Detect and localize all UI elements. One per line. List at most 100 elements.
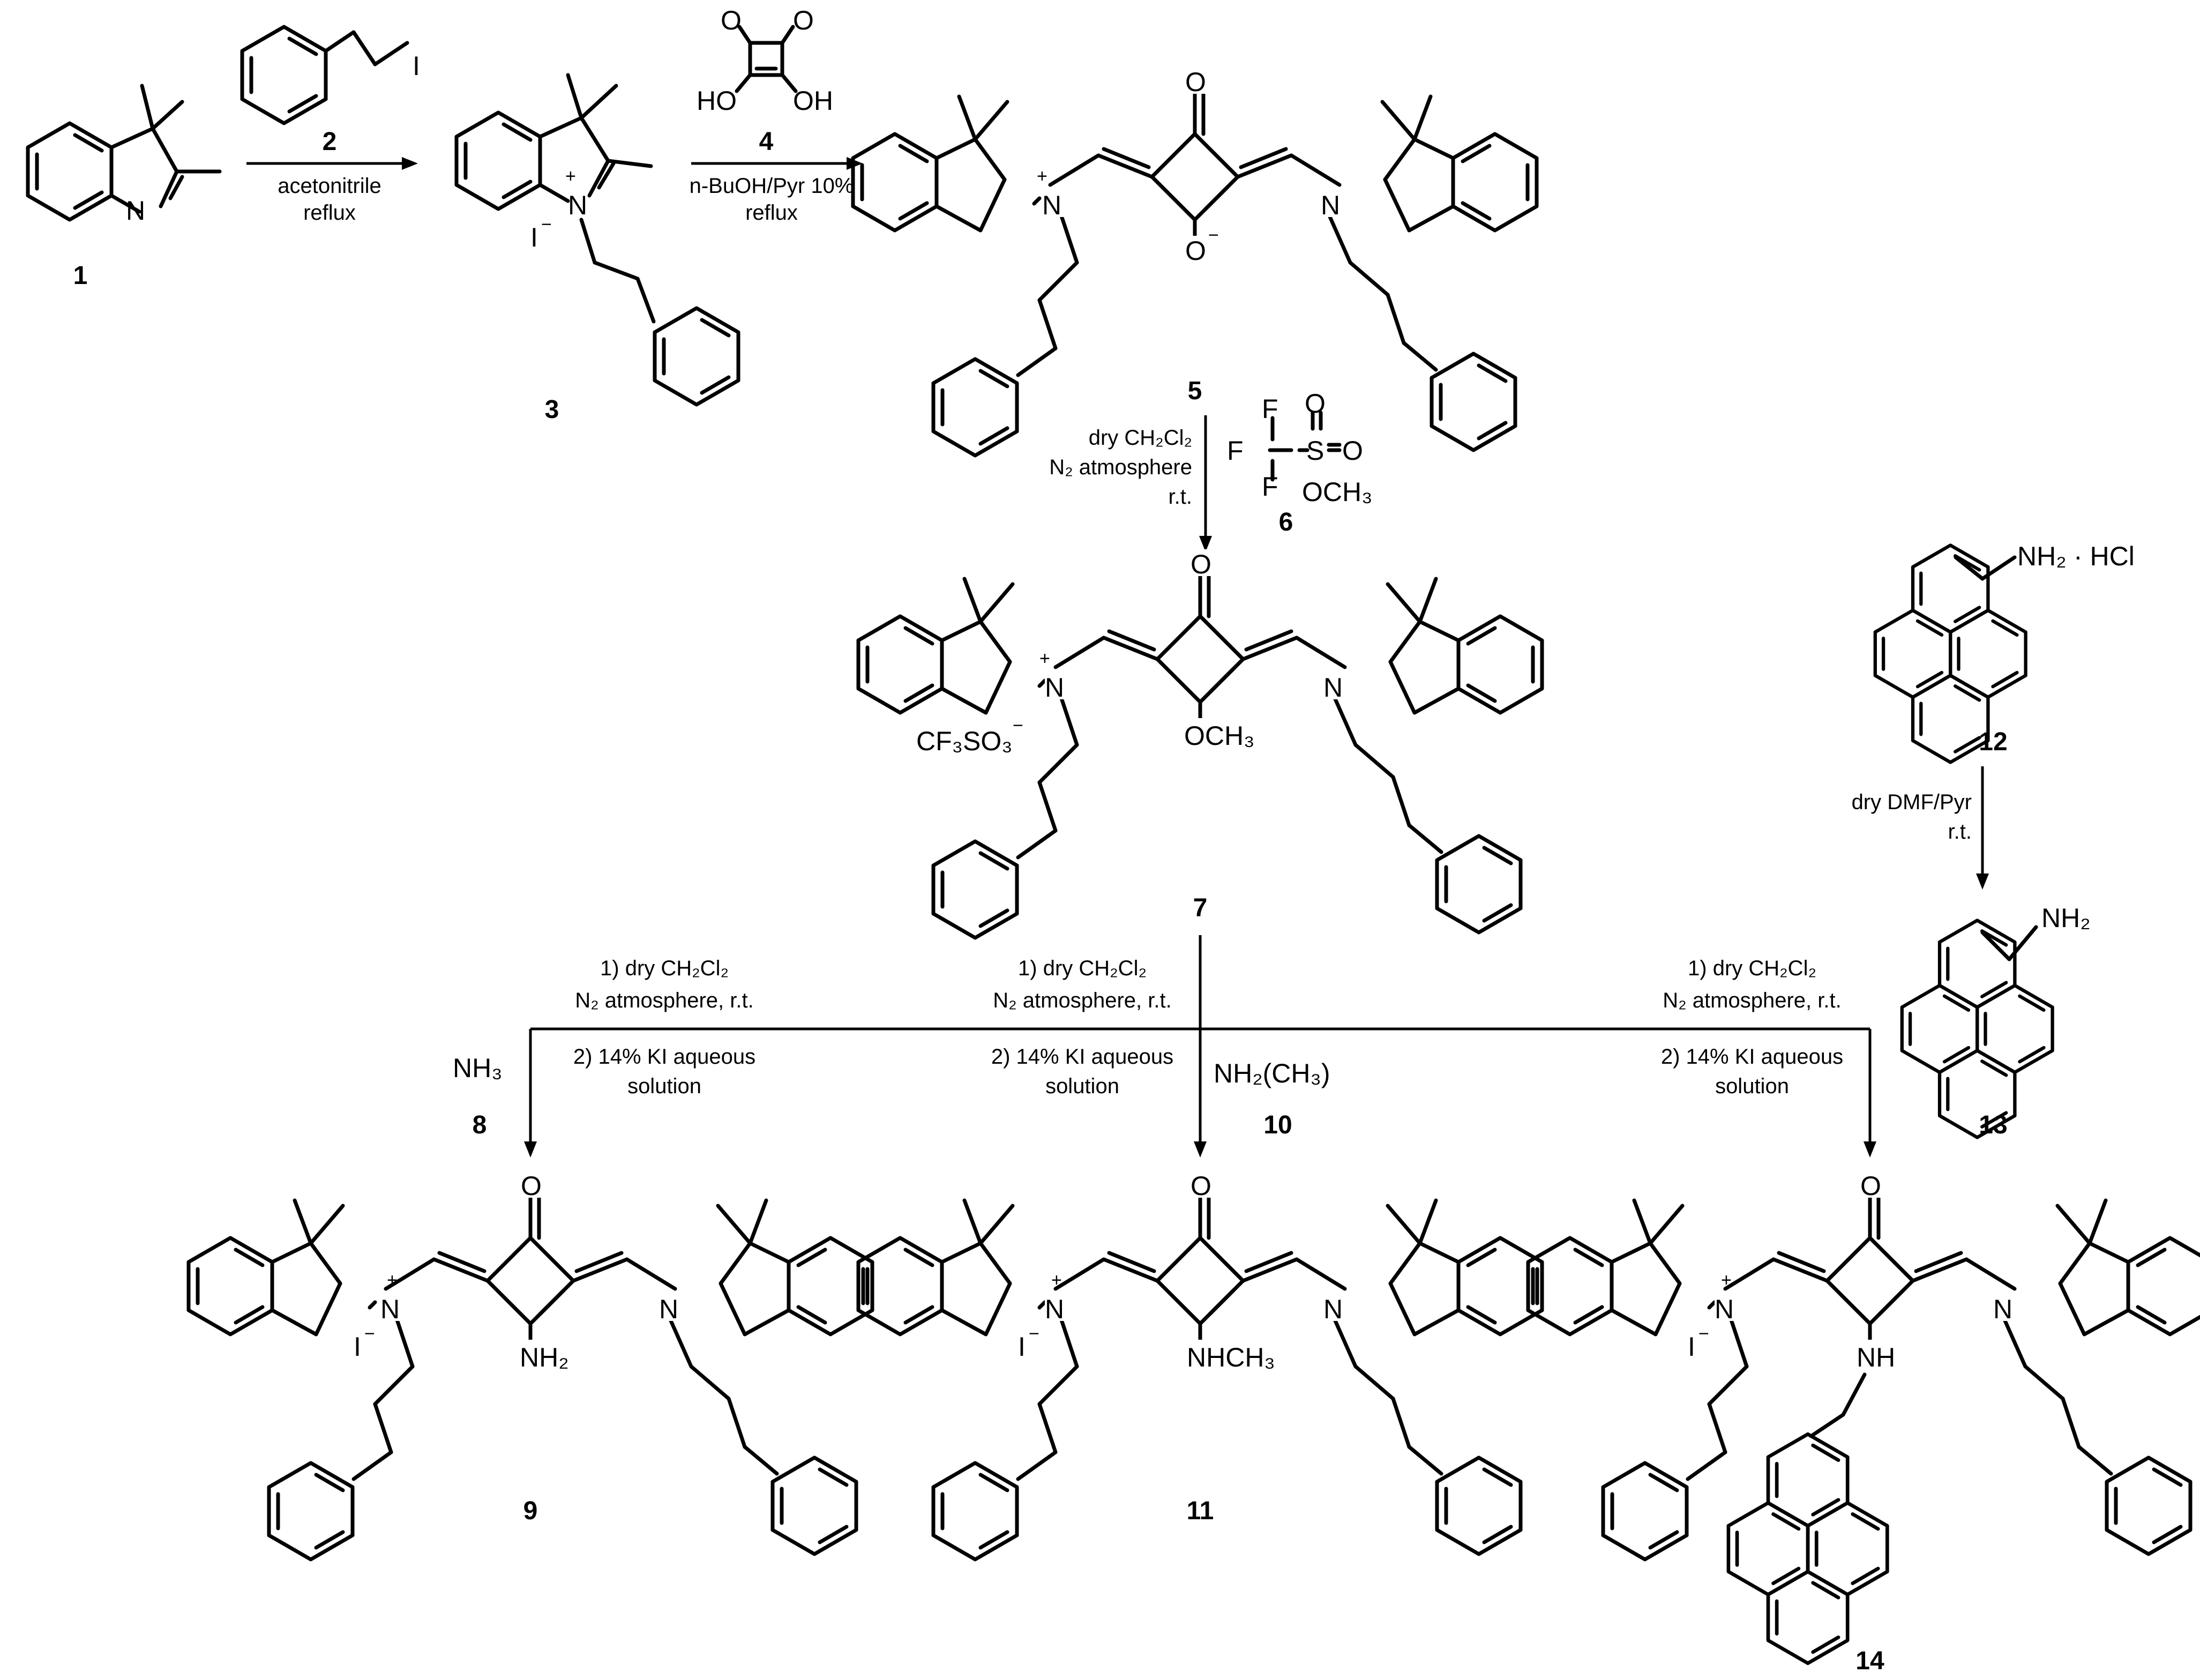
compound-14-structure: N + N O NH I −	[1528, 1171, 2200, 1663]
atom-n: N	[1323, 1294, 1343, 1324]
iodide-counterion: I	[354, 1332, 361, 1362]
compound-1-label: 1	[73, 262, 88, 290]
compound-7-structure: N + N O OCH₃ CF₃SO₃ −	[858, 549, 1542, 938]
step2-condition-temp: reflux	[745, 201, 798, 225]
branch-mid-step2: 2) 14% KI aqueous	[991, 1045, 1173, 1069]
amine-group: NH₂	[2017, 541, 2067, 571]
step3-condition-atmosphere: N₂ atmosphere	[1049, 456, 1192, 479]
atom-n: N	[659, 1294, 678, 1324]
charge-plus: +	[1721, 1270, 1732, 1290]
step3-condition-solvent: dry CH₂Cl₂	[1089, 426, 1192, 450]
compound-4-label: 4	[759, 128, 774, 156]
atom-o-carbonyl: O	[1185, 67, 1206, 97]
atom-n: N	[1993, 1294, 2012, 1324]
iodide-counterion: I	[1688, 1332, 1695, 1362]
amino-group: NH₂	[520, 1342, 569, 1372]
reagent-10-formula: NH₂(CH₃)	[1214, 1058, 1330, 1088]
compound-2-label: 2	[323, 128, 337, 156]
atom-n-plus: N	[380, 1294, 400, 1324]
iodide-counterion: I	[530, 222, 538, 252]
charge-plus: +	[387, 1270, 398, 1290]
atom-oh: OH	[793, 86, 833, 116]
methoxy-group: OCH₃	[1184, 721, 1254, 751]
atom-o: O	[1342, 436, 1363, 466]
compound-13-label: 13	[1979, 1111, 2007, 1139]
atom-s: S	[1306, 436, 1324, 466]
branch-right-step1: 1) dry CH₂Cl₂	[1688, 957, 1816, 980]
compound-13-structure: NH₂	[1902, 903, 2091, 1138]
branch-left-solution: solution	[627, 1074, 701, 1098]
step1-condition-temp: reflux	[303, 201, 356, 225]
charge-minus: −	[1698, 1324, 1709, 1344]
charge-plus: +	[1037, 166, 1047, 186]
step2-condition-solvent: n-BuOH/Pyr 10%	[690, 174, 854, 198]
atom-iodine: I	[413, 51, 420, 81]
branch-left-step2: 2) 14% KI aqueous	[573, 1045, 755, 1069]
atom-o-carbonyl: O	[1860, 1171, 1881, 1201]
compound-9-label: 9	[523, 1497, 538, 1525]
branch-right-solution: solution	[1715, 1074, 1789, 1098]
atom-n: N	[1321, 190, 1340, 220]
compound-14-label: 14	[1855, 1647, 1884, 1675]
compound-3-label: 3	[545, 395, 559, 424]
charge-plus: +	[1039, 648, 1050, 669]
branch-right-step2: 2) 14% KI aqueous	[1661, 1045, 1843, 1069]
compound-12-label: 12	[1979, 728, 2007, 756]
hcl-salt: · HCl	[2074, 541, 2135, 571]
charge-minus: −	[541, 214, 552, 235]
atom-o: O	[721, 5, 742, 35]
amine-group: NH₂	[2041, 903, 2091, 933]
atom-n: N	[126, 196, 145, 226]
compound-3-structure: N + I −	[457, 73, 738, 405]
reagent-8-formula: NH₃	[453, 1053, 503, 1083]
atom-f: F	[1262, 394, 1278, 424]
compound-1-structure: N	[28, 84, 222, 226]
branch-mid-solution: solution	[1045, 1074, 1119, 1098]
atom-o-carbonyl: O	[1191, 549, 1211, 579]
compound-8-label: 8	[473, 1111, 487, 1139]
atom-o: O	[793, 5, 814, 35]
methoxy-group: OCH₃	[1302, 477, 1372, 507]
step3-condition-temp: r.t.	[1169, 485, 1192, 509]
atom-n: N	[1323, 673, 1343, 703]
charge-minus: −	[1208, 225, 1219, 245]
charge-plus: +	[565, 166, 576, 186]
atom-o-carbonyl: O	[1191, 1171, 1211, 1201]
step4-condition-solvent: dry DMF/Pyr	[1852, 790, 1972, 814]
atom-f: F	[1262, 472, 1278, 502]
atom-o-minus: O	[1185, 236, 1206, 266]
branch-left-step1: 1) dry CH₂Cl₂	[600, 957, 729, 980]
compound-4-structure: O O HO OH	[697, 5, 833, 116]
atom-n-plus: N	[1045, 1294, 1064, 1324]
charge-plus: +	[1051, 1270, 1062, 1290]
nh-linker: NH	[1857, 1342, 1895, 1372]
atom-o-carbonyl: O	[521, 1171, 542, 1201]
iodide-counterion: I	[1018, 1332, 1026, 1362]
step1-condition-solvent: acetonitrile	[278, 174, 381, 198]
compound-6-structure: F F F S O O OCH₃	[1227, 389, 1372, 507]
compound-11-structure: N + N O NHCH₃ I −	[858, 1171, 1542, 1559]
charge-minus: −	[364, 1324, 375, 1344]
triflate-counterion: CF₃SO₃	[916, 726, 1013, 756]
compound-6-label: 6	[1279, 508, 1293, 536]
compound-11-label: 11	[1187, 1497, 1214, 1525]
compound-12-structure: NH₂ · HCl	[1875, 541, 2135, 763]
compound-5-structure: N + N O O −	[853, 67, 1537, 456]
compound-10-label: 10	[1263, 1111, 1292, 1139]
compound-7-label: 7	[1193, 894, 1208, 922]
atom-n-plus: N	[568, 190, 587, 220]
charge-minus: −	[1029, 1324, 1039, 1344]
atom-n-plus: N	[1042, 190, 1061, 220]
methylamino-group: NHCH₃	[1187, 1342, 1275, 1372]
branch-left-atmosphere: N₂ atmosphere, r.t.	[575, 989, 753, 1012]
branch-mid-atmosphere: N₂ atmosphere, r.t.	[993, 989, 1171, 1012]
compound-2-structure: I	[242, 27, 420, 123]
atom-ho: HO	[697, 86, 737, 116]
atom-n-plus: N	[1045, 673, 1064, 703]
charge-minus: −	[1013, 715, 1023, 736]
atom-f: F	[1227, 436, 1244, 466]
compound-9-structure: N + N O NH₂ I −	[189, 1171, 872, 1559]
branch-mid-step1: 1) dry CH₂Cl₂	[1018, 957, 1147, 980]
atom-n-plus: N	[1715, 1294, 1734, 1324]
